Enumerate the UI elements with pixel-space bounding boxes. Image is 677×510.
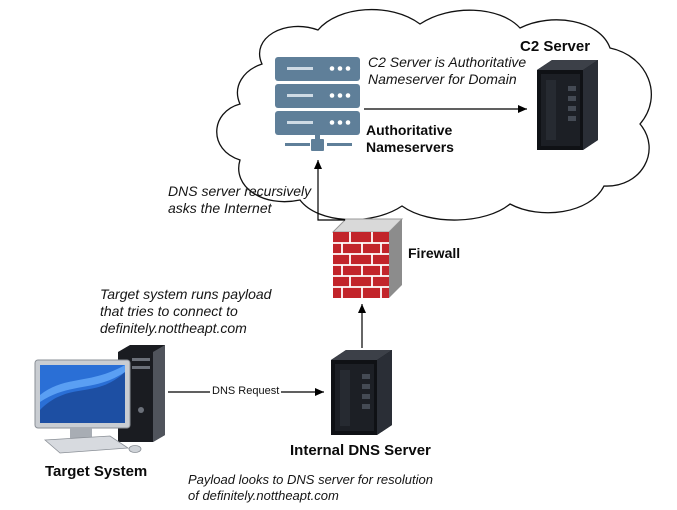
internal-dns-label: Internal DNS Server — [290, 442, 431, 459]
rack-server-icon — [275, 57, 360, 151]
dns-request-label: DNS Request — [212, 385, 280, 397]
auth-ns-label-line1: Authoritative — [366, 122, 453, 138]
arrow-firewall-to-auth — [314, 160, 345, 221]
firewall-icon — [331, 218, 404, 298]
auth-ns-label-line2: Nameservers — [366, 139, 454, 155]
c2-note-line2: Nameserver for Domain — [368, 71, 517, 87]
lookup-note-line1: Payload looks to DNS server for resoluti… — [188, 472, 433, 487]
c2-note-line1: C2 Server is Authoritative — [368, 54, 527, 70]
payload-note-line3: definitely.nottheapt.com — [100, 320, 247, 336]
recursive-note-line2: asks the Internet — [168, 200, 272, 216]
desktop-computer-icon — [34, 345, 165, 454]
tower-server-icon — [537, 60, 598, 150]
c2-server-label: C2 Server — [520, 38, 591, 55]
lookup-note-line2: of definitely.nottheapt.com — [188, 488, 339, 503]
firewall-label: Firewall — [408, 245, 461, 261]
payload-note-line1: Target system runs payload — [100, 286, 272, 302]
target-system-label: Target System — [45, 463, 148, 480]
tower-server-icon — [331, 350, 392, 435]
recursive-note-line1: DNS server recursively — [168, 183, 312, 199]
payload-note-line2: that tries to connect to — [100, 303, 238, 319]
